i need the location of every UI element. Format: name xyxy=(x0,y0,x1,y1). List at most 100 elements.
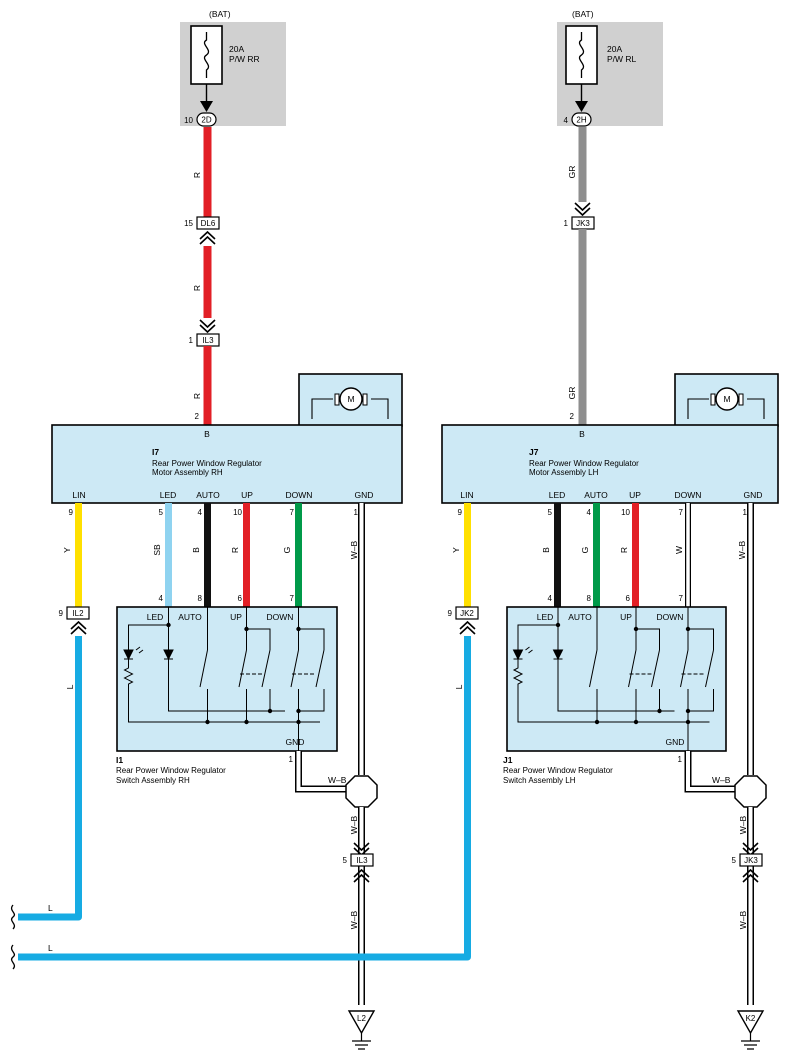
motor-assembly-box xyxy=(51,424,403,504)
pin-number: 6 xyxy=(626,594,631,603)
terminal-led: LED xyxy=(549,490,566,500)
wire-color-label: Y xyxy=(62,547,72,553)
wire-red xyxy=(632,503,639,607)
connector-dl6 xyxy=(196,216,220,230)
fuse-icon xyxy=(203,32,210,78)
connector-il3-gnd xyxy=(350,853,374,867)
pin-number: 5 xyxy=(343,856,348,865)
component-id: I7 xyxy=(152,447,159,457)
wire-color-label: GR xyxy=(567,387,577,400)
component-name: Rear Power Window Regulator xyxy=(503,766,613,775)
circuit-lh: (BAT) 20A P/W RL 2H 4 GR JK3 1 GR 2 M B … xyxy=(441,9,779,1050)
wire-color-label: L xyxy=(48,943,53,953)
component-name: Motor Assembly LH xyxy=(529,468,599,477)
pin-number: 10 xyxy=(233,508,242,517)
pin-number: 1 xyxy=(564,219,569,228)
connector-il2 xyxy=(66,606,90,620)
component-name: Rear Power Window Regulator xyxy=(152,459,262,468)
pin-number: 1 xyxy=(678,755,683,764)
connector-id: DL6 xyxy=(201,219,216,228)
wire-color-label: W–B xyxy=(712,775,731,785)
pin-number: 8 xyxy=(198,594,203,603)
component-name: Switch Assembly LH xyxy=(503,776,576,785)
pin-number: 8 xyxy=(587,594,592,603)
component-id: J1 xyxy=(503,755,513,765)
wire-blue xyxy=(18,636,82,921)
pin-number: 1 xyxy=(743,508,748,517)
switch-term-led: LED xyxy=(537,612,554,622)
switch-assembly-box xyxy=(506,606,727,752)
wire-black xyxy=(554,503,561,607)
terminal-lin: LIN xyxy=(72,490,85,500)
switch-assembly-box xyxy=(116,606,338,752)
wire-red xyxy=(203,246,212,318)
wire-color-label: W–B xyxy=(349,815,359,834)
bat-label: (BAT) xyxy=(209,9,231,19)
pin-number: 5 xyxy=(159,508,164,517)
terminal-led: LED xyxy=(160,490,177,500)
pin-number: 7 xyxy=(290,508,295,517)
wire-color-label: Y xyxy=(451,547,461,553)
pin-number: 4 xyxy=(564,116,569,125)
chevron-up-icon xyxy=(353,868,370,883)
connector-id: JK3 xyxy=(576,219,590,228)
connector-id: JK3 xyxy=(744,856,758,865)
wire-yellow xyxy=(464,503,471,607)
connector-id: 2H xyxy=(576,116,586,125)
wire-color-label: G xyxy=(580,547,590,554)
wire-color-label: R xyxy=(192,172,202,178)
ground-point xyxy=(736,1010,765,1035)
switch-term-auto: AUTO xyxy=(178,612,202,622)
ground-icon xyxy=(352,1033,371,1050)
switch-internals xyxy=(123,607,325,751)
component-id: J7 xyxy=(529,447,539,457)
pin-number: 7 xyxy=(679,508,684,517)
pin-number: 10 xyxy=(184,116,193,125)
ground-point xyxy=(347,1010,376,1035)
switch-term-down: DOWN xyxy=(267,612,294,622)
wire-color-label: W–B xyxy=(738,815,748,834)
connector-id: 2D xyxy=(201,116,211,125)
pin-number: 6 xyxy=(238,594,243,603)
switch-term-down: DOWN xyxy=(657,612,684,622)
wire-blue xyxy=(18,636,471,961)
wire-color-label: W–B xyxy=(328,775,347,785)
wire-red xyxy=(243,503,250,607)
pin-number: 7 xyxy=(679,594,684,603)
pin-number: 1 xyxy=(189,336,194,345)
pin-number: 9 xyxy=(448,609,453,618)
pin-number: 9 xyxy=(59,609,64,618)
terminal-auto: AUTO xyxy=(584,490,608,500)
wire-color-label: R xyxy=(192,393,202,399)
wire-color-label: SB xyxy=(152,544,162,556)
pin-number: 2 xyxy=(195,412,200,421)
pin-number: 5 xyxy=(732,856,737,865)
wire-color-label: R xyxy=(230,547,240,553)
circuit-rh: (BAT) 20A P/W RR 2D 10 R DL6 15 R IL3 1 … xyxy=(51,9,403,1050)
fuse-amps: 20A xyxy=(229,44,244,54)
wire-break-icon xyxy=(10,904,16,930)
pin-number: 9 xyxy=(458,508,463,517)
terminal-down: DOWN xyxy=(675,490,702,500)
pin-number: 2 xyxy=(570,412,575,421)
ground-id: L2 xyxy=(357,1014,366,1023)
wire-gray xyxy=(578,229,587,425)
pin-number: 4 xyxy=(548,594,553,603)
wire-color-label: B xyxy=(541,547,551,553)
terminal-b: B xyxy=(204,429,210,439)
wire-sky-blue xyxy=(165,503,172,607)
chevron-down-icon xyxy=(574,202,591,217)
motor-icon xyxy=(715,387,739,411)
wire-color-label: W–B xyxy=(349,910,359,929)
wire-green xyxy=(295,503,302,607)
pin-number: 4 xyxy=(159,594,164,603)
connector-2h xyxy=(571,112,592,127)
terminal-up: UP xyxy=(241,490,253,500)
wire-color-label: W–B xyxy=(349,540,359,559)
wire-red xyxy=(203,127,212,217)
wire-color-label: W–B xyxy=(737,540,747,559)
wire-color-label: GR xyxy=(567,166,577,179)
motor-symbol: M xyxy=(723,394,730,404)
terminal-up: UP xyxy=(629,490,641,500)
terminal-gnd: GND xyxy=(744,490,763,500)
